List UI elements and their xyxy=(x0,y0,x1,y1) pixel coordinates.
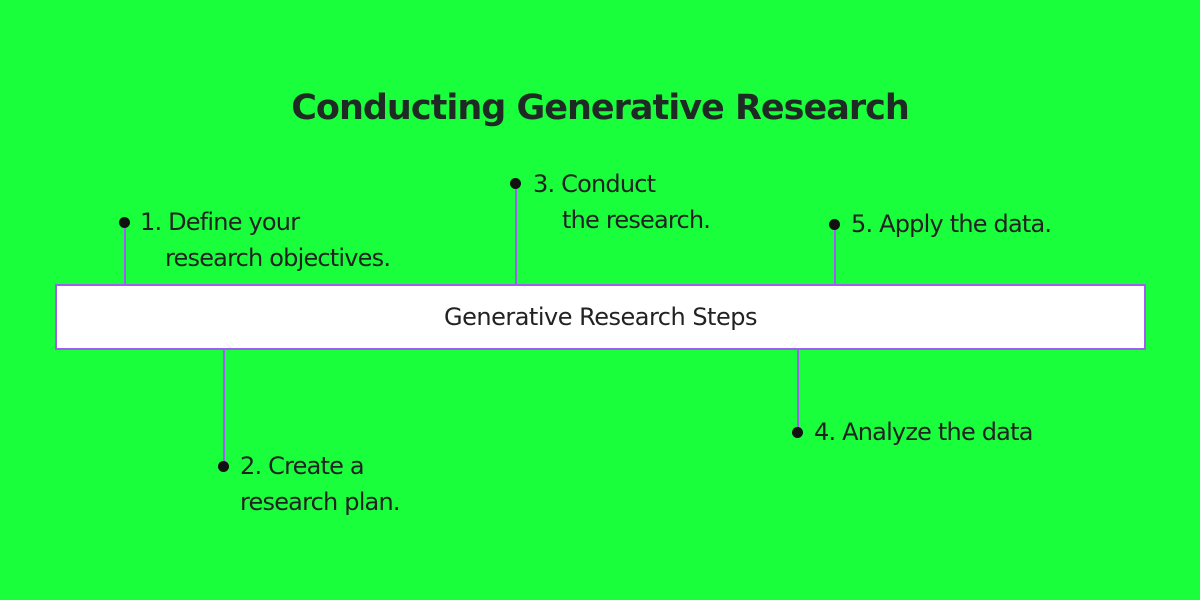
bullet-dot-3 xyxy=(510,178,521,189)
connector-line-4 xyxy=(797,348,799,432)
step-4: 4. Analyze the data xyxy=(814,414,1033,450)
bullet-dot-5 xyxy=(829,219,840,230)
step-1-line1: 1. Define your xyxy=(140,208,300,236)
connector-line-5 xyxy=(834,224,836,285)
center-bar: Generative Research Steps xyxy=(55,284,1146,350)
step-5: 5. Apply the data. xyxy=(851,206,1052,242)
step-1: 1. Define your research objectives. xyxy=(140,204,391,276)
step-1-line2: research objectives. xyxy=(165,244,391,272)
bullet-dot-1 xyxy=(119,217,130,228)
step-2-line1: 2. Create a xyxy=(240,452,365,480)
bullet-dot-2 xyxy=(218,461,229,472)
connector-line-2 xyxy=(223,348,225,466)
step-3: 3. Conduct the research. xyxy=(533,166,711,238)
connector-line-3 xyxy=(515,184,517,285)
diagram-title: Conducting Generative Research xyxy=(291,88,910,128)
center-bar-label: Generative Research Steps xyxy=(444,303,757,331)
step-4-line1: 4. Analyze the data xyxy=(814,418,1033,446)
step-3-line1: 3. Conduct xyxy=(533,170,656,198)
connector-line-1 xyxy=(124,222,126,285)
bullet-dot-4 xyxy=(792,427,803,438)
step-3-line2: the research. xyxy=(562,206,711,234)
step-2-line2: research plan. xyxy=(240,488,401,516)
step-5-line1: 5. Apply the data. xyxy=(851,210,1052,238)
step-2: 2. Create a research plan. xyxy=(240,448,401,520)
